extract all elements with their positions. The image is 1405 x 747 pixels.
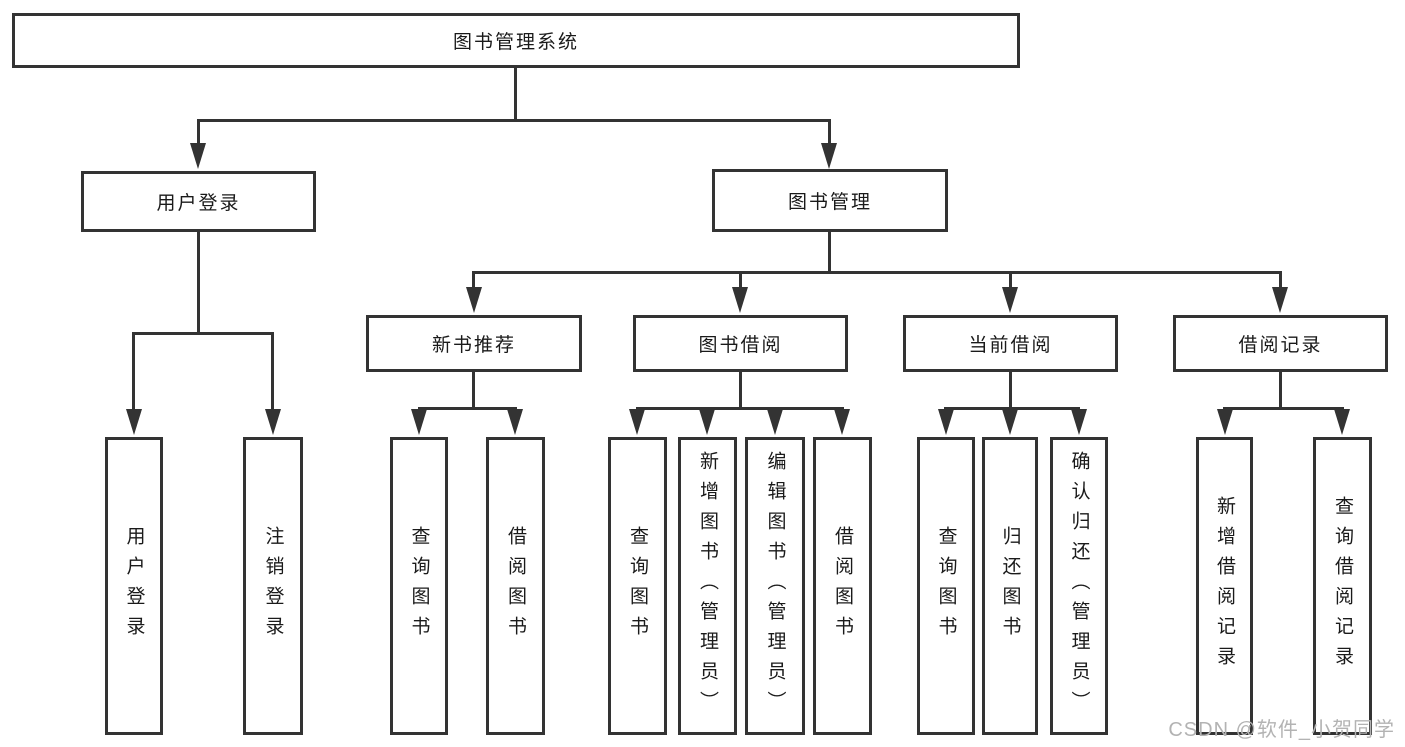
connector-line <box>197 119 831 122</box>
leaf-bw-edit-books-admin: 编辑图书（管理员） <box>745 437 805 735</box>
leaf-rec-add-record: 新增借阅记录 <box>1196 437 1253 735</box>
arrow-down-icon <box>507 409 523 435</box>
arrow-down-icon <box>190 143 206 169</box>
leaf-rec-query-record-label: 查询借阅记录 <box>1332 496 1353 676</box>
leaf-cur-query-books: 查询图书 <box>917 437 975 735</box>
arrow-down-icon <box>938 409 954 435</box>
leaf-bw-add-books-admin: 新增图书（管理员） <box>678 437 737 735</box>
arrow-down-icon <box>126 409 142 435</box>
node-library-system: 图书管理系统 <box>12 13 1020 68</box>
arrow-down-icon <box>1334 409 1350 435</box>
csdn-watermark: CSDN @软件_小贺同学 <box>1168 719 1395 741</box>
connector-line <box>197 119 200 147</box>
node-user-login: 用户登录 <box>81 171 316 232</box>
connector-line <box>828 119 831 147</box>
leaf-cur-query-books-label: 查询图书 <box>935 526 957 646</box>
connector-line <box>739 271 742 289</box>
connector-line <box>828 232 831 274</box>
connector-line <box>472 271 1282 274</box>
leaf-bw-query-books: 查询图书 <box>608 437 667 735</box>
leaf-cur-confirm-return-admin: 确认归还（管理员） <box>1050 437 1108 735</box>
connector-line <box>197 232 200 335</box>
leaf-logout-label: 注销登录 <box>262 526 284 646</box>
node-book-management: 图书管理 <box>712 169 948 232</box>
leaf-bw-query-books-label: 查询图书 <box>627 526 648 646</box>
node-borrowing-records: 借阅记录 <box>1173 315 1388 372</box>
arrow-down-icon <box>1217 409 1233 435</box>
leaf-nb-query-books-label: 查询图书 <box>408 526 430 646</box>
arrow-down-icon <box>1002 409 1018 435</box>
node-library-system-label: 图书管理系统 <box>452 32 579 53</box>
leaf-user-login: 用户登录 <box>105 437 163 735</box>
arrow-down-icon <box>1071 409 1087 435</box>
node-book-borrowing: 图书借阅 <box>633 315 848 372</box>
leaf-logout: 注销登录 <box>243 437 303 735</box>
connector-line <box>739 372 742 410</box>
node-book-management-label: 图书管理 <box>787 192 872 213</box>
arrow-down-icon <box>1002 287 1018 313</box>
connector-line <box>271 332 274 411</box>
connector-line <box>132 332 274 335</box>
node-borrowing-records-label: 借阅记录 <box>1238 335 1323 356</box>
leaf-bw-borrow-books: 借阅图书 <box>813 437 872 735</box>
leaf-rec-add-record-label: 新增借阅记录 <box>1214 496 1235 676</box>
arrow-down-icon <box>732 287 748 313</box>
connector-line <box>1009 372 1012 410</box>
connector-line <box>1223 407 1344 410</box>
leaf-nb-borrow-books-label: 借阅图书 <box>505 526 526 646</box>
arrow-down-icon <box>466 287 482 313</box>
node-user-login-label: 用户登录 <box>156 193 241 214</box>
node-current-borrowing: 当前借阅 <box>903 315 1118 372</box>
connector-line <box>472 372 475 410</box>
connector-line <box>132 332 135 411</box>
leaf-bw-edit-books-admin-label: 编辑图书（管理员） <box>764 451 786 721</box>
leaf-cur-return-books: 归还图书 <box>982 437 1038 735</box>
leaf-nb-query-books: 查询图书 <box>390 437 448 735</box>
node-new-book-recommendation-label: 新书推荐 <box>431 335 516 356</box>
leaf-bw-add-books-admin-label: 新增图书（管理员） <box>697 451 718 721</box>
connector-line <box>472 271 475 289</box>
arrow-down-icon <box>1272 287 1288 313</box>
arrow-down-icon <box>767 409 783 435</box>
leaf-nb-borrow-books: 借阅图书 <box>486 437 545 735</box>
node-new-book-recommendation: 新书推荐 <box>366 315 582 372</box>
arrow-down-icon <box>411 409 427 435</box>
leaf-rec-query-record: 查询借阅记录 <box>1313 437 1372 735</box>
connector-line <box>514 68 517 122</box>
connector-line <box>636 407 844 410</box>
arrow-down-icon <box>834 409 850 435</box>
node-book-borrowing-label: 图书借阅 <box>698 335 783 356</box>
connector-line <box>1279 372 1282 410</box>
node-current-borrowing-label: 当前借阅 <box>968 335 1053 356</box>
arrow-down-icon <box>629 409 645 435</box>
leaf-bw-borrow-books-label: 借阅图书 <box>832 526 853 646</box>
connector-line <box>1279 271 1282 289</box>
connector-line <box>1009 271 1012 289</box>
leaf-cur-confirm-return-admin-label: 确认归还（管理员） <box>1068 451 1090 721</box>
arrow-down-icon <box>699 409 715 435</box>
connector-line <box>944 407 1080 410</box>
arrow-down-icon <box>821 143 837 169</box>
arrow-down-icon <box>265 409 281 435</box>
connector-line <box>418 407 517 410</box>
leaf-cur-return-books-label: 归还图书 <box>999 526 1021 646</box>
leaf-user-login-label: 用户登录 <box>123 526 145 646</box>
